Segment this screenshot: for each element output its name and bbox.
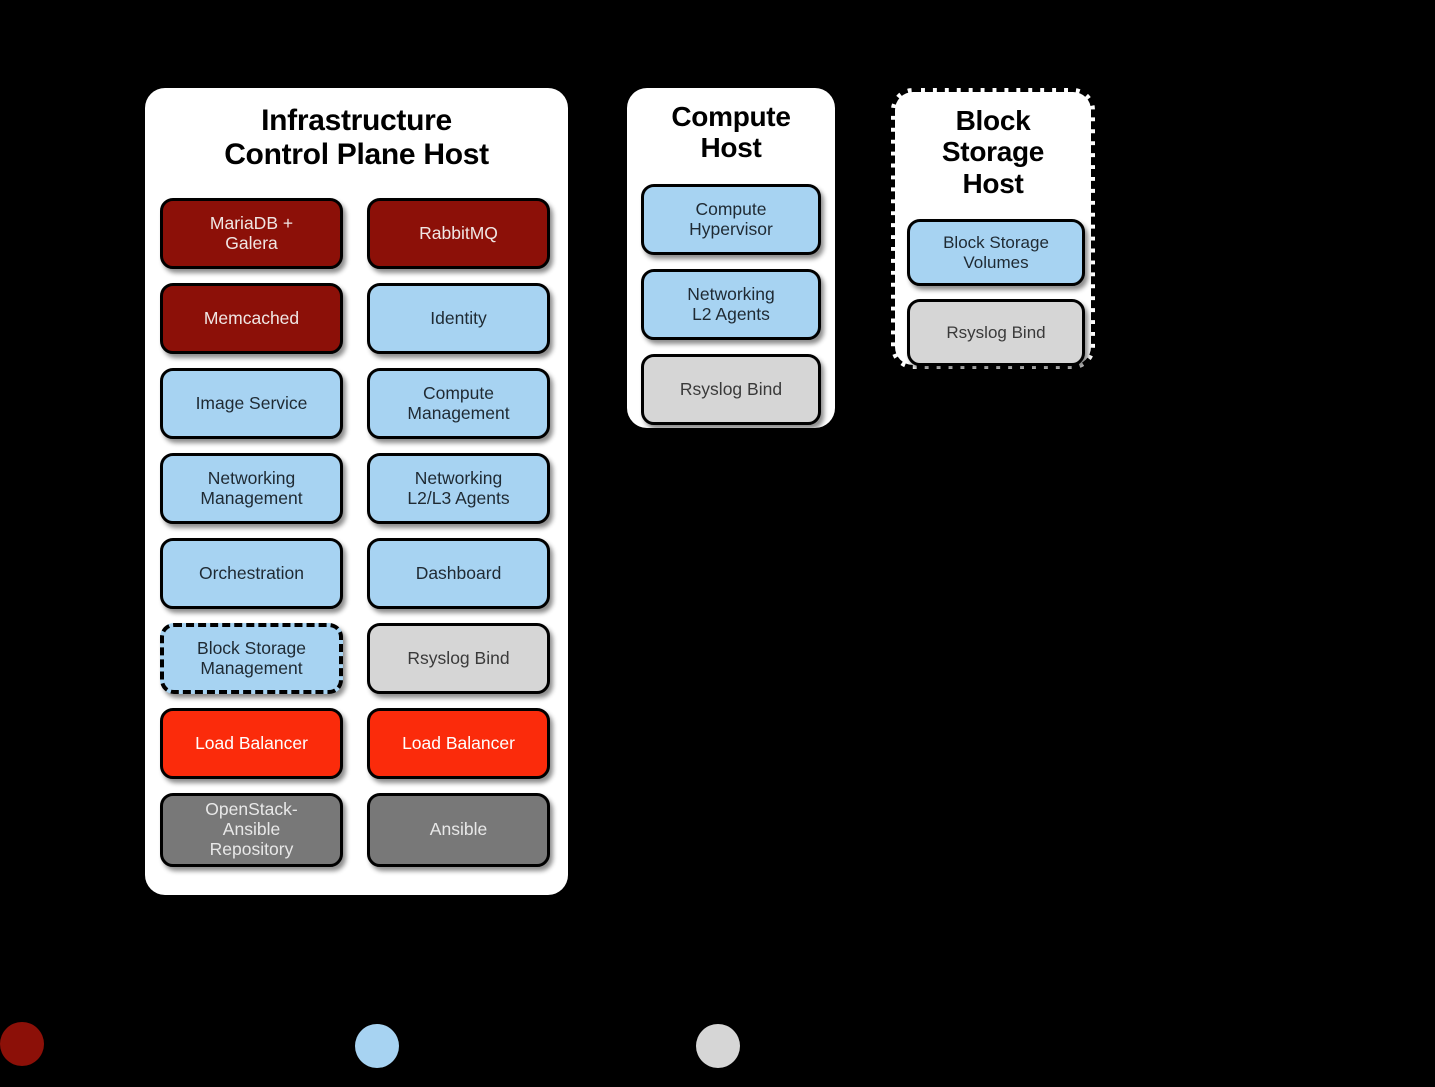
host-title-line-1: Compute xyxy=(671,101,791,132)
component-ansible[interactable]: Ansible xyxy=(367,793,550,867)
host-title-line-3: Host xyxy=(962,167,1024,199)
legend-item-blue xyxy=(355,1024,413,1068)
component-label: RabbitMQ xyxy=(419,222,498,243)
component-label: Block Storage Management xyxy=(197,637,306,678)
component-label: MariaDB + Galera xyxy=(209,212,294,253)
component-label: Load Balancer xyxy=(402,732,515,753)
component-networking-management[interactable]: Networking Management xyxy=(160,453,343,524)
component-orchestration[interactable]: Orchestration xyxy=(160,538,343,609)
host-title-block-storage: Block Storage Host xyxy=(942,105,1044,199)
component-stack-block-storage: Block Storage Volumes Rsyslog Bind xyxy=(907,219,1085,366)
component-compute-management[interactable]: Compute Management xyxy=(367,368,550,439)
component-label: Rsyslog Bind xyxy=(946,322,1046,342)
component-label: Compute Management xyxy=(407,382,510,423)
component-load-balancer-1[interactable]: Load Balancer xyxy=(160,708,343,779)
host-card-block-storage: Block Storage Host Block Storage Volumes… xyxy=(891,88,1095,369)
component-networking-l2-l3-agents[interactable]: Networking L2/L3 Agents xyxy=(367,453,550,524)
component-label: Ansible xyxy=(429,819,488,840)
component-label: Memcached xyxy=(203,307,300,328)
component-image-service[interactable]: Image Service xyxy=(160,368,343,439)
host-card-compute: Compute Host Compute Hypervisor Networki… xyxy=(627,88,835,428)
component-label: Load Balancer xyxy=(195,732,308,753)
legend-swatch-blue-icon xyxy=(355,1024,399,1068)
legend-item-red xyxy=(0,1022,58,1066)
host-title-infrastructure: Infrastructure Control Plane Host xyxy=(224,104,489,171)
component-rabbitmq[interactable]: RabbitMQ xyxy=(367,198,550,269)
component-memcached[interactable]: Memcached xyxy=(160,283,343,354)
component-networking-l2-agents[interactable]: Networking L2 Agents xyxy=(641,269,821,340)
component-label: Rsyslog Bind xyxy=(407,647,510,668)
component-block-storage-volumes[interactable]: Block Storage Volumes xyxy=(907,219,1085,286)
component-block-storage-management[interactable]: Block Storage Management xyxy=(160,623,343,694)
component-rsyslog-bind[interactable]: Rsyslog Bind xyxy=(367,623,550,694)
component-load-balancer-2[interactable]: Load Balancer xyxy=(367,708,550,779)
component-label: Dashboard xyxy=(415,562,502,583)
component-stack-compute: Compute Hypervisor Networking L2 Agents … xyxy=(641,184,821,425)
legend-item-grey xyxy=(696,1024,754,1068)
host-title-line-2: Host xyxy=(700,132,762,164)
component-label: Rsyslog Bind xyxy=(679,378,783,399)
component-rsyslog-bind-compute[interactable]: Rsyslog Bind xyxy=(641,354,821,425)
component-compute-hypervisor[interactable]: Compute Hypervisor xyxy=(641,184,821,255)
legend-swatch-red-icon xyxy=(0,1022,44,1066)
host-title-line-1: Block xyxy=(955,105,1031,136)
host-title-line-2: Control Plane Host xyxy=(224,137,489,171)
component-dashboard[interactable]: Dashboard xyxy=(367,538,550,609)
component-openstack-ansible-repository[interactable]: OpenStack- Ansible Repository xyxy=(160,793,343,867)
component-label: Image Service xyxy=(195,392,308,413)
component-label: Identity xyxy=(430,307,487,328)
legend-swatch-grey-icon xyxy=(696,1024,740,1068)
host-title-line-1: Infrastructure xyxy=(261,104,452,137)
legend xyxy=(0,960,1435,1087)
host-card-infrastructure: Infrastructure Control Plane Host MariaD… xyxy=(145,88,568,895)
component-identity[interactable]: Identity xyxy=(367,283,550,354)
component-label: OpenStack- Ansible Repository xyxy=(205,799,298,859)
host-title-compute: Compute Host xyxy=(671,101,791,164)
component-label: Networking L2/L3 Agents xyxy=(407,467,510,508)
host-title-line-2: Storage xyxy=(941,136,1045,168)
component-mariadb-galera[interactable]: MariaDB + Galera xyxy=(160,198,343,269)
component-label: Compute Hypervisor xyxy=(689,198,773,239)
component-label: Orchestration xyxy=(198,562,305,583)
component-label: Networking L2 Agents xyxy=(687,283,775,324)
component-rsyslog-bind-block-storage[interactable]: Rsyslog Bind xyxy=(907,299,1085,366)
component-grid-infrastructure: MariaDB + Galera RabbitMQ Memcached Iden… xyxy=(160,198,553,867)
component-label: Block Storage Volumes xyxy=(943,233,1049,272)
component-label: Networking Management xyxy=(200,467,303,508)
